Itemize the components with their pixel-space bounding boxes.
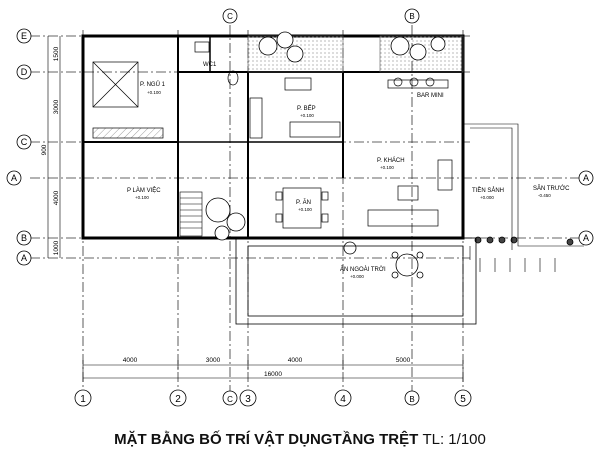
plants — [205, 31, 446, 255]
level-lobby: +0.000 — [480, 195, 494, 200]
room-lobby: TIỀN SẢNH — [472, 187, 504, 194]
axis-label-top-b: B — [409, 12, 414, 21]
dimension-lines — [47, 36, 464, 382]
caption-title: MẶT BẰNG BỐ TRÍ VẬT DỤNGTẦNG TRỆT — [114, 431, 419, 448]
room-wc: WC1 — [203, 62, 217, 68]
axis-label-bottom-b: B — [409, 395, 414, 404]
level-kitchen: +0.100 — [300, 113, 314, 118]
axis-label-a2: A — [21, 253, 27, 263]
axis-label-bottom-c: C — [227, 395, 233, 404]
axis-label-top-c: C — [227, 12, 233, 21]
axis-label-4: 4 — [340, 394, 346, 405]
dim-left-3000: 3000 — [53, 99, 60, 114]
axis-label-5: 5 — [460, 394, 466, 405]
dim-3000: 3000 — [206, 357, 221, 364]
room-dining: P. ĂN — [296, 199, 311, 206]
stair — [179, 191, 203, 237]
axis-label-e: E — [21, 31, 27, 41]
axis-label-d: D — [21, 67, 28, 77]
axis-label-b: B — [21, 233, 27, 243]
level-front-yard: -0.450 — [538, 193, 551, 198]
room-office: P LÀM VIỆC — [127, 186, 161, 194]
level-bedroom: +0.100 — [147, 90, 161, 95]
bar-counter — [387, 77, 449, 89]
room-front-yard: SÂN TRƯỚC — [533, 185, 570, 192]
dim-total: 16000 — [264, 371, 282, 378]
wc-fixtures — [194, 41, 239, 86]
axis-label-right-a: A — [583, 173, 589, 183]
axis-label-right-a2: A — [583, 233, 589, 243]
level-outdoor-dining: +0.000 — [350, 274, 364, 279]
dim-left-1000: 1000 — [53, 240, 60, 255]
dim-5000: 5000 — [396, 357, 411, 364]
grid-lines — [30, 25, 590, 400]
axis-label-3: 3 — [245, 394, 251, 405]
room-bedroom: P. NGỦ 1 — [140, 81, 166, 88]
dim-4000-b: 4000 — [288, 357, 303, 364]
room-outdoor-dining: ĂN NGOÀI TRỜI — [340, 266, 386, 273]
steps-right — [463, 123, 584, 272]
sofa-set — [367, 159, 453, 227]
axis-label-2: 2 — [175, 394, 181, 405]
room-living: P. KHÁCH — [377, 157, 405, 164]
caption-scale: TL: 1/100 — [422, 431, 486, 448]
axis-label-c: C — [21, 137, 28, 147]
dim-left-1500: 1500 — [53, 46, 60, 61]
room-kitchen: P. BẾP — [297, 105, 316, 112]
axis-label-a: A — [11, 173, 17, 183]
front-hedge — [474, 236, 574, 246]
dim-left-4000: 4000 — [53, 190, 60, 205]
kitchen-counter — [249, 77, 341, 139]
dim-left-900: 900 — [41, 144, 48, 155]
axis-label-1: 1 — [80, 394, 86, 405]
level-dining: +0.100 — [298, 207, 312, 212]
dining-table — [275, 187, 329, 229]
room-bar: BAR MINI — [417, 93, 444, 99]
bed — [92, 61, 164, 139]
level-living: +0.100 — [380, 165, 394, 170]
terrace-outline — [235, 237, 477, 325]
axis-markers — [6, 8, 594, 407]
level-office: +0.100 — [135, 195, 149, 200]
dim-4000-a: 4000 — [123, 357, 138, 364]
drawing-caption: MẶT BẰNG BỐ TRÍ VẬT DỤNGTẦNG TRỆT TL: 1/… — [0, 431, 600, 448]
